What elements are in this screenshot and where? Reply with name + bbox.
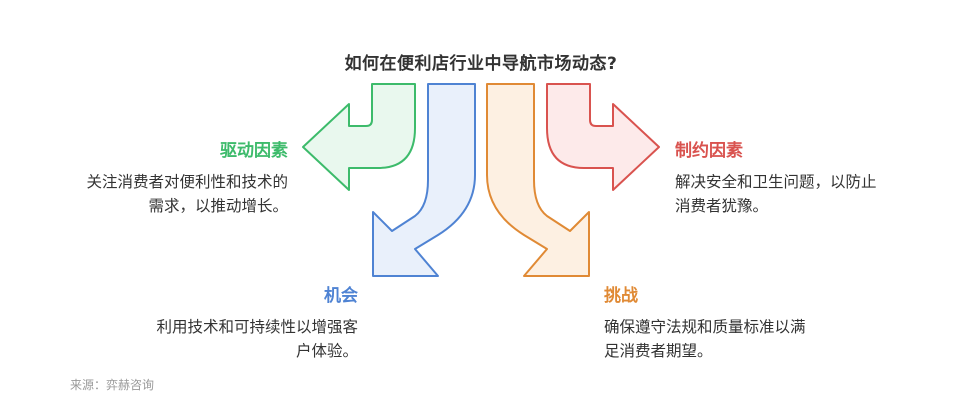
constraints-label: 制约因素: [675, 141, 743, 161]
constraints-description: 解决安全和卫生问题，以防止 消费者犹豫。: [675, 170, 955, 218]
opportunities-desc-line1: 利用技术和可持续性以增强客: [156, 318, 358, 336]
constraints-desc-line2: 消费者犹豫。: [675, 197, 769, 215]
challenges-desc-line1: 确保遵守法规和质量标准以满: [604, 318, 806, 336]
drivers-desc-line1: 关注消费者对便利性和技术的: [86, 173, 288, 191]
constraints-desc-line1: 解决安全和卫生问题，以防止: [675, 173, 877, 191]
opportunities-label: 机会: [324, 286, 358, 306]
opportunities-description: 利用技术和可持续性以增强客 户体验。: [40, 315, 358, 363]
drivers-description: 关注消费者对便利性和技术的 需求，以推动增长。: [10, 170, 288, 218]
drivers-arrow: [302, 83, 416, 191]
challenges-arrow: [486, 83, 590, 277]
opportunities-desc-line2: 户体验。: [295, 342, 358, 360]
drivers-desc-line2: 需求，以推动增长。: [148, 197, 288, 215]
constraints-arrow: [546, 83, 660, 191]
drivers-label: 驱动因素: [220, 141, 288, 161]
diagram-title: 如何在便利店行业中导航市场动态?: [344, 54, 618, 74]
source-note: 来源：弈赫咨询: [70, 378, 155, 392]
challenges-description: 确保遵守法规和质量标准以满 足消费者期望。: [604, 315, 944, 363]
challenges-label: 挑战: [604, 286, 638, 306]
challenges-desc-line2: 足消费者期望。: [604, 342, 713, 360]
opportunities-arrow: [372, 83, 476, 277]
